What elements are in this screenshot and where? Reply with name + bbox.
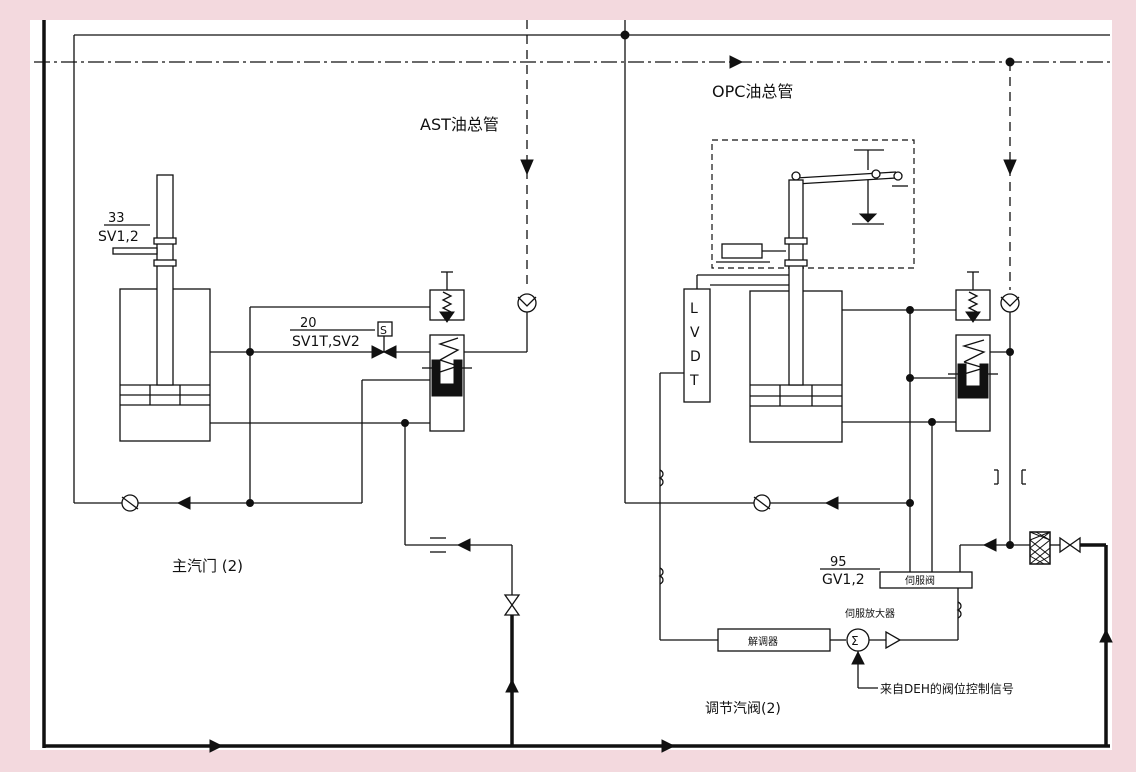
lvdt-letter-v: V <box>690 325 700 341</box>
sum-symbol: Σ <box>851 634 859 648</box>
tag-gv12: GV1,2 <box>822 572 865 588</box>
ast-dashed-header <box>34 20 1110 290</box>
main-valve-label: 主汽门 (2) <box>172 557 243 575</box>
servo-valve <box>879 571 973 589</box>
ast-oil-pipe-label: AST油总管 <box>420 115 499 134</box>
demodulator-label: 解调器 <box>748 635 778 648</box>
lvdt-block <box>658 274 789 641</box>
right-dump-valve <box>948 271 998 432</box>
right-check-valve-ast <box>1000 293 1020 313</box>
control-loop <box>717 588 962 689</box>
left-dump-valve <box>422 271 472 432</box>
servo-amp-label: 伺服放大器 <box>845 607 895 620</box>
left-inlet-valve <box>209 594 676 753</box>
left-check-valve-ast <box>517 293 537 313</box>
linkage-box <box>711 139 915 269</box>
lvdt-letter-t: T <box>689 373 699 389</box>
opc-oil-pipe-label: OPC油总管 <box>712 82 793 101</box>
deh-signal-label: 来自DEH的阀位控制信号 <box>880 681 1014 696</box>
servo-valve-label: 伺服阀 <box>905 574 935 587</box>
tag-20: 20 <box>300 316 317 331</box>
solenoid-s-label: S <box>380 324 387 337</box>
control-valve-actuator <box>749 179 843 443</box>
lvdt-letter-l: L <box>690 301 698 317</box>
tag-95: 95 <box>830 555 847 570</box>
main-valve-actuator <box>104 174 211 442</box>
tag-sv1t: SV1T,SV2 <box>292 334 360 350</box>
tag-sv12: SV1,2 <box>98 229 139 245</box>
right-piping <box>625 306 1030 572</box>
lvdt-letter-d: D <box>690 349 701 365</box>
control-valve-label: 调节汽阀(2) <box>705 701 781 717</box>
filter-and-inlet <box>1029 531 1113 746</box>
tag-33: 33 <box>108 211 125 226</box>
left-solenoid <box>371 321 397 359</box>
